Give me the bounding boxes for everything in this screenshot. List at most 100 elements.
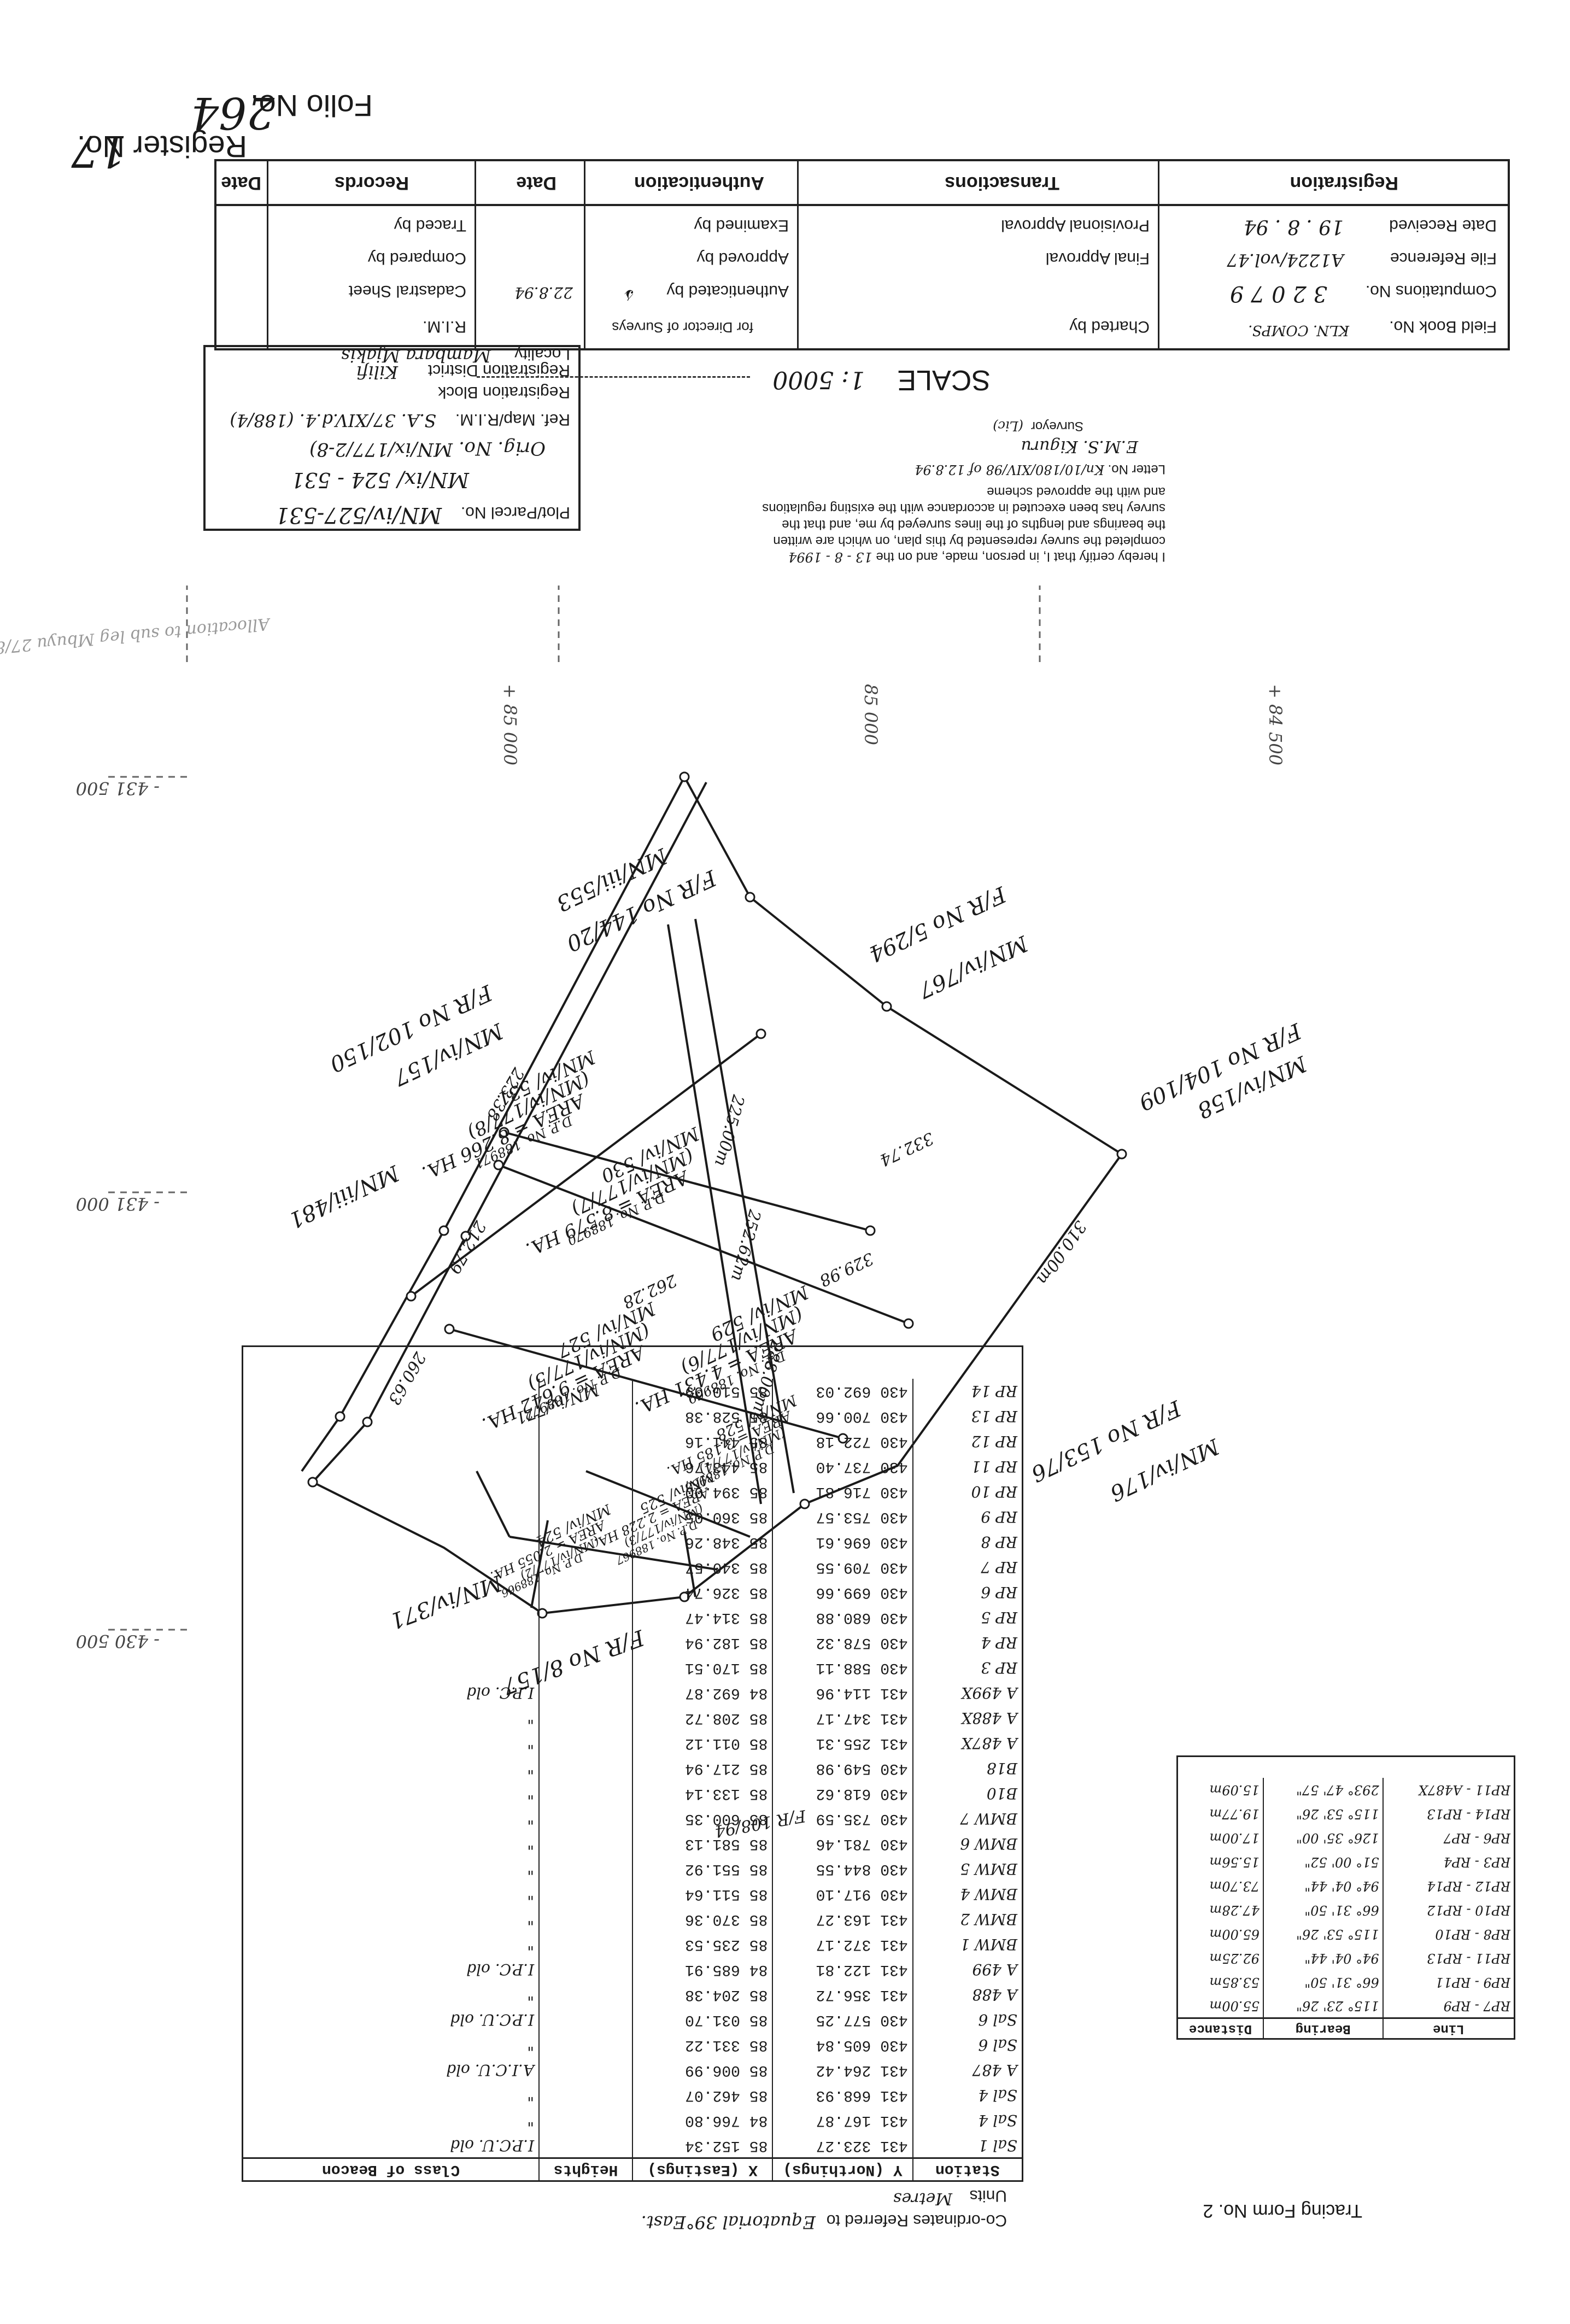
lines-cell: 293° 47' 57" bbox=[1263, 1778, 1383, 1802]
coord-cell bbox=[539, 1555, 633, 1580]
coord-cell: 85 152.34 bbox=[632, 2133, 773, 2158]
coord-cell: B18 bbox=[912, 1756, 1022, 1781]
coord-cell: " bbox=[527, 1885, 535, 1904]
coord-cell: " bbox=[527, 1784, 535, 1803]
units-value: Metres bbox=[893, 2189, 952, 2208]
coord-cell: RP 3 bbox=[912, 1655, 1022, 1681]
coord-cell: Sal 1 bbox=[912, 2133, 1022, 2158]
coord-cell: 430 781.46 bbox=[772, 1831, 913, 1857]
coord-cell bbox=[539, 1932, 633, 1957]
lines-cell: 126° 35' 00" bbox=[1263, 1826, 1383, 1850]
lines-cell: 65.00m bbox=[1209, 1927, 1259, 1942]
coord-cell: 430 696.61 bbox=[772, 1530, 913, 1555]
lines-cell: RP3 - RP4 bbox=[1382, 1850, 1514, 1874]
coord-cell: 85 235.53 bbox=[632, 1932, 773, 1957]
coord-cell bbox=[539, 1982, 633, 2007]
coord-cell bbox=[539, 1882, 633, 1907]
coord-cell bbox=[539, 1479, 633, 1505]
dim-2: 225.00m bbox=[711, 1092, 748, 1168]
coord-cell: 85 394.00 bbox=[632, 1479, 773, 1505]
coord-cell bbox=[539, 1756, 633, 1781]
coord-cell: 430 577.25 bbox=[772, 2007, 913, 2033]
coord-cell: RP 6 bbox=[912, 1580, 1022, 1605]
coord-cell: 85 314.47 bbox=[632, 1605, 773, 1630]
coord-cell bbox=[539, 2133, 633, 2158]
coord-cell: 85 031.70 bbox=[632, 2007, 773, 2033]
lines-cell: 47.28m bbox=[1209, 1902, 1259, 1918]
coord-cell bbox=[539, 1706, 633, 1731]
coord-hdr-x: X (Eastings) bbox=[632, 2158, 773, 2180]
coord-cell: 430 692.03 bbox=[772, 1379, 913, 1404]
coord-cell: 431 264.42 bbox=[772, 2058, 913, 2083]
coord-cell: 85 208.72 bbox=[632, 1706, 773, 1731]
coord-cell bbox=[539, 1530, 633, 1555]
coord-cell: " bbox=[527, 2086, 535, 2105]
label-mn-iii-481: MN/iii/481 bbox=[285, 1160, 404, 1233]
coord-cell: 85 133.14 bbox=[632, 1781, 773, 1806]
dim-1: 310.00m bbox=[1033, 1217, 1090, 1287]
coord-cell: I.P.C.U. old bbox=[450, 2011, 535, 2029]
coord-cell: A 488X bbox=[912, 1706, 1022, 1731]
coord-cell: 430 549.98 bbox=[772, 1756, 913, 1781]
coord-cell: 431 163.27 bbox=[772, 1907, 913, 1932]
coord-cell: 431 122.81 bbox=[772, 1957, 913, 1982]
coord-cell bbox=[243, 1505, 539, 1530]
grid-label-6: - 430 500 bbox=[76, 1631, 160, 1652]
coord-cell bbox=[539, 1957, 633, 1982]
coord-cell: Sal 4 bbox=[912, 2108, 1022, 2133]
coord-cell bbox=[539, 1630, 633, 1655]
lines-cell: RP10 - RP12 bbox=[1382, 1898, 1514, 1922]
coord-cell: BMW 6 bbox=[912, 1831, 1022, 1857]
coord-cell: 430 699.66 bbox=[772, 1580, 913, 1605]
coord-cell: RP 12 bbox=[912, 1429, 1022, 1454]
grid-label-2: 85 000 bbox=[860, 684, 881, 745]
dim-9: 329.98 bbox=[816, 1249, 876, 1290]
coord-cell: 85 331.22 bbox=[632, 2033, 773, 2058]
coord-cell: 430 588.11 bbox=[772, 1655, 913, 1681]
coord-cell: RP 14 bbox=[912, 1379, 1022, 1404]
road-boundary-west bbox=[301, 776, 686, 1472]
coord-cell: Sal 6 bbox=[912, 2033, 1022, 2058]
coord-cell: " bbox=[527, 2111, 535, 2130]
coord-cell bbox=[539, 2033, 633, 2058]
units-label: Units bbox=[969, 2187, 1007, 2205]
lines-cell: 19.77m bbox=[1209, 1806, 1259, 1822]
coord-cell: 85 441.16 bbox=[632, 1429, 773, 1454]
coord-cell: 430 753.57 bbox=[772, 1505, 913, 1530]
lines-cell: RP12 - RP14 bbox=[1382, 1874, 1514, 1898]
coord-cell: 85 462.07 bbox=[632, 2083, 773, 2108]
coord-cell: " bbox=[527, 1935, 535, 1954]
coord-cell: RP 7 bbox=[912, 1555, 1022, 1580]
lines-cell: RP14 - RP13 bbox=[1382, 1802, 1514, 1826]
lines-cell: 66° 31' 50" bbox=[1263, 1898, 1383, 1922]
coord-cell: 430 716.81 bbox=[772, 1479, 913, 1505]
lines-hdr-line: Line bbox=[1382, 2018, 1514, 2038]
coord-cell: BMW 2 bbox=[912, 1907, 1022, 1932]
grid-label-3: + 84 500 bbox=[1265, 684, 1286, 765]
coord-cell: 85 443.76 bbox=[632, 1454, 773, 1479]
coord-cell: 84 692.87 bbox=[632, 1681, 773, 1706]
lines-cell: RP6 - RP7 bbox=[1382, 1826, 1514, 1850]
coord-cell: A 499X bbox=[912, 1681, 1022, 1706]
coord-cell: 431 356.72 bbox=[772, 1982, 913, 2007]
coord-cell bbox=[243, 1605, 539, 1630]
coord-cell bbox=[539, 2007, 633, 2033]
coord-cell: RP 9 bbox=[912, 1505, 1022, 1530]
coord-cell: 430 844.55 bbox=[772, 1857, 913, 1882]
